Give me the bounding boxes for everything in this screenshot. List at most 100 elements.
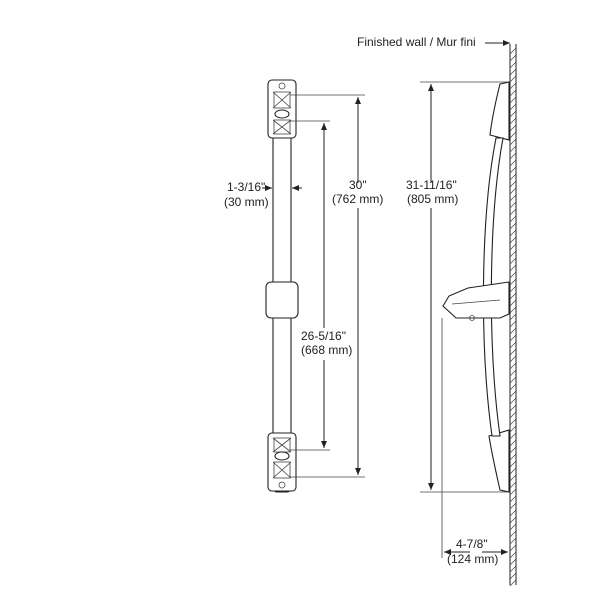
wall-hatch-line	[509, 250, 517, 258]
inner-spacing-dimension: 26-5/16" (668 mm)	[290, 120, 352, 451]
wall-hatch-line	[509, 243, 517, 251]
projection-dimension: 4-7/8" (124 mm)	[441, 318, 508, 566]
wall-hatch-line	[509, 180, 517, 188]
wall-hatch-line	[509, 82, 517, 90]
wall-hatch-line	[509, 579, 517, 587]
wall-hatch-line	[509, 215, 517, 223]
wall-hatch-line	[509, 194, 517, 202]
wall-hatch-line	[509, 467, 517, 475]
inner-spacing-metric: (668 mm)	[301, 343, 352, 357]
wall-hatch-line	[509, 418, 517, 426]
wall-hatch-line	[509, 495, 517, 503]
wall-hatch-line	[509, 68, 517, 76]
projection-metric: (124 mm)	[447, 552, 498, 566]
side-bar	[482, 137, 504, 437]
wall-hatch-line	[509, 530, 517, 538]
wall-hatch-line	[509, 47, 517, 55]
finished-wall	[509, 44, 517, 587]
wall-hatch-line	[509, 460, 517, 468]
wall-hatch-line	[509, 397, 517, 405]
bar-diameter-metric: (30 mm)	[224, 195, 269, 209]
wall-hatch-line	[509, 334, 517, 342]
outer-spacing-imperial: 30"	[349, 178, 367, 192]
overall-height-metric: (805 mm)	[407, 192, 458, 206]
wall-hatch-line	[509, 271, 517, 279]
wall-hatch-line	[509, 201, 517, 209]
wall-hatch-line	[509, 152, 517, 160]
bar-diameter-imperial: 1-3/16"	[227, 180, 265, 194]
wall-hatch-line	[509, 278, 517, 286]
wall-hatch-line	[509, 236, 517, 244]
wall-hatch-line	[509, 138, 517, 146]
wall-hatch-line	[509, 103, 517, 111]
wall-hatch-line	[509, 285, 517, 293]
side-top-bracket	[489, 81, 510, 141]
wall-hatch-line	[509, 313, 517, 321]
wall-hatch-line	[509, 257, 517, 265]
outer-spacing-metric: (762 mm)	[332, 192, 383, 206]
wall-hatch-line	[509, 446, 517, 454]
wall-hatch-line	[509, 264, 517, 272]
wall-hatch-line	[509, 453, 517, 461]
side-holder	[442, 281, 510, 319]
wall-hatch-line	[509, 404, 517, 412]
wall-hatch-line	[509, 369, 517, 377]
wall-hatch-line	[509, 551, 517, 559]
wall-hatch-line	[509, 124, 517, 132]
wall-hatch-line	[509, 537, 517, 545]
wall-hatch-line	[509, 54, 517, 62]
wall-hatch-line	[509, 383, 517, 391]
wall-hatch-line	[509, 166, 517, 174]
wall-hatch-line	[509, 131, 517, 139]
wall-hatch-line	[509, 558, 517, 566]
wall-hatch-line	[509, 362, 517, 370]
wall-hatch-line	[509, 159, 517, 167]
wall-hatch-line	[509, 89, 517, 97]
wall-hatch-line	[509, 432, 517, 440]
wall-hatch-line	[509, 229, 517, 237]
wall-hatch-line	[509, 187, 517, 195]
wall-hatch-line	[509, 502, 517, 510]
wall-hatch-line	[509, 306, 517, 314]
wall-hatch-line	[509, 544, 517, 552]
wall-hatch-line	[509, 299, 517, 307]
wall-hatch-line	[509, 488, 517, 496]
wall-hatch-line	[509, 320, 517, 328]
wall-label: Finished wall / Mur fini	[357, 35, 476, 49]
wall-hatch-line	[509, 341, 517, 349]
outer-spacing-dimension: 30" (762 mm)	[290, 94, 383, 478]
wall-hatch-line	[509, 222, 517, 230]
bar-diameter-dimension: 1-3/16" (30 mm)	[224, 180, 302, 209]
wall-hatch-line	[509, 75, 517, 83]
wall-hatch-line	[509, 292, 517, 300]
overall-height-dimension: 31-11/16" (805 mm)	[406, 81, 508, 493]
wall-hatch-line	[509, 348, 517, 356]
bottom-mount-bracket	[267, 432, 297, 492]
wall-hatch-line	[509, 390, 517, 398]
wall-hatch-line	[509, 355, 517, 363]
wall-hatch-line	[509, 516, 517, 524]
wall-hatch-line	[509, 96, 517, 104]
projection-imperial: 4-7/8"	[456, 537, 488, 551]
wall-hatch-line	[509, 425, 517, 433]
inner-spacing-imperial: 26-5/16"	[301, 329, 346, 343]
overall-height-imperial: 31-11/16"	[406, 178, 457, 192]
wall-hatch-line	[509, 376, 517, 384]
wall-hatch-line	[509, 110, 517, 118]
side-view: Finished wall / Mur fini 31-11/16" (805 …	[357, 35, 517, 587]
wall-hatch-line	[509, 565, 517, 573]
wall-hatch-line	[509, 173, 517, 181]
wall-hatch-line	[509, 572, 517, 580]
top-mount-bracket	[267, 79, 297, 139]
wall-hatch-line	[509, 145, 517, 153]
wall-hatch-line	[509, 61, 517, 69]
wall-hatch-line	[509, 208, 517, 216]
wall-hatch-line	[509, 117, 517, 125]
wall-hatch-line	[509, 523, 517, 531]
slider-holder	[265, 281, 299, 319]
front-view: 1-3/16" (30 mm) 30" (762 mm) 26-5/16" (6…	[224, 79, 383, 493]
wall-hatch-line	[509, 474, 517, 482]
wall-hatch-line	[509, 481, 517, 489]
wall-hatch-line	[509, 439, 517, 447]
